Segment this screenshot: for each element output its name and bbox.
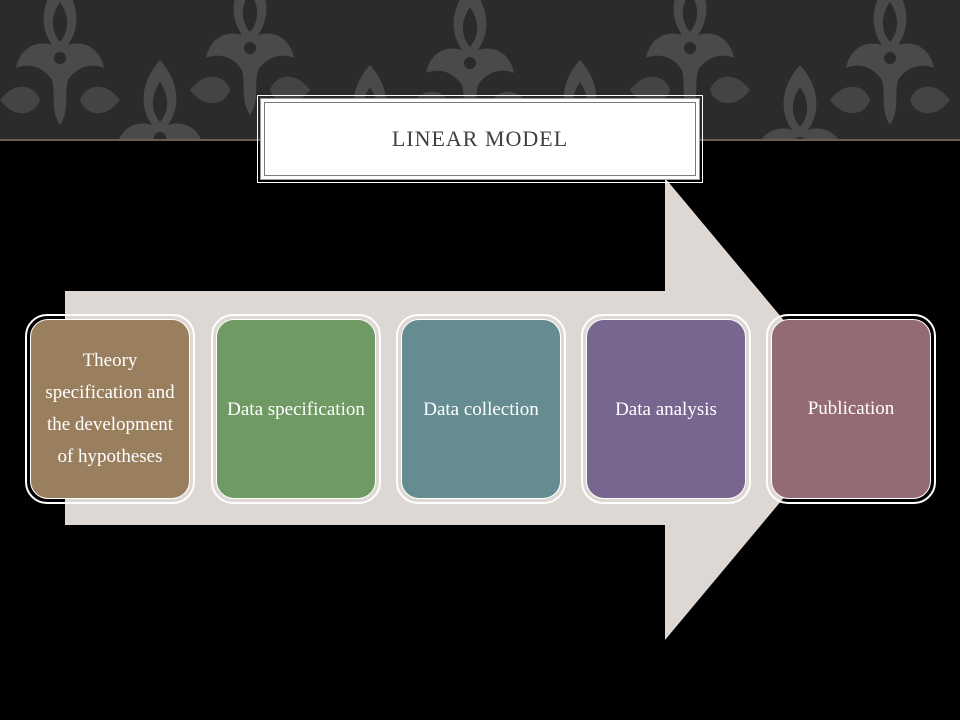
step-label: Publication xyxy=(807,398,895,419)
step-data-collection: Data collection xyxy=(396,314,566,504)
step-label: Data collection xyxy=(423,398,539,420)
step-label: Theory specification and the development… xyxy=(45,350,175,467)
slide-title: LINEAR MODEL xyxy=(391,126,569,151)
step-face: Data specification xyxy=(216,319,376,499)
step-face: Publication xyxy=(771,319,931,499)
step-face: Data collection xyxy=(401,319,561,499)
step-face: Theory specification and the development… xyxy=(30,319,190,499)
step-data-specification: Data specification xyxy=(211,314,381,504)
title-box: LINEAR MODEL xyxy=(257,95,703,183)
damask-header-band xyxy=(0,0,960,140)
step-theory-specification: Theory specification and the development… xyxy=(25,314,195,504)
step-publication: Publication xyxy=(766,314,936,504)
step-label: Data specification xyxy=(227,398,365,420)
step-face: Data analysis xyxy=(586,319,746,499)
step-label: Data analysis xyxy=(615,398,717,420)
step-data-analysis: Data analysis xyxy=(581,314,751,504)
